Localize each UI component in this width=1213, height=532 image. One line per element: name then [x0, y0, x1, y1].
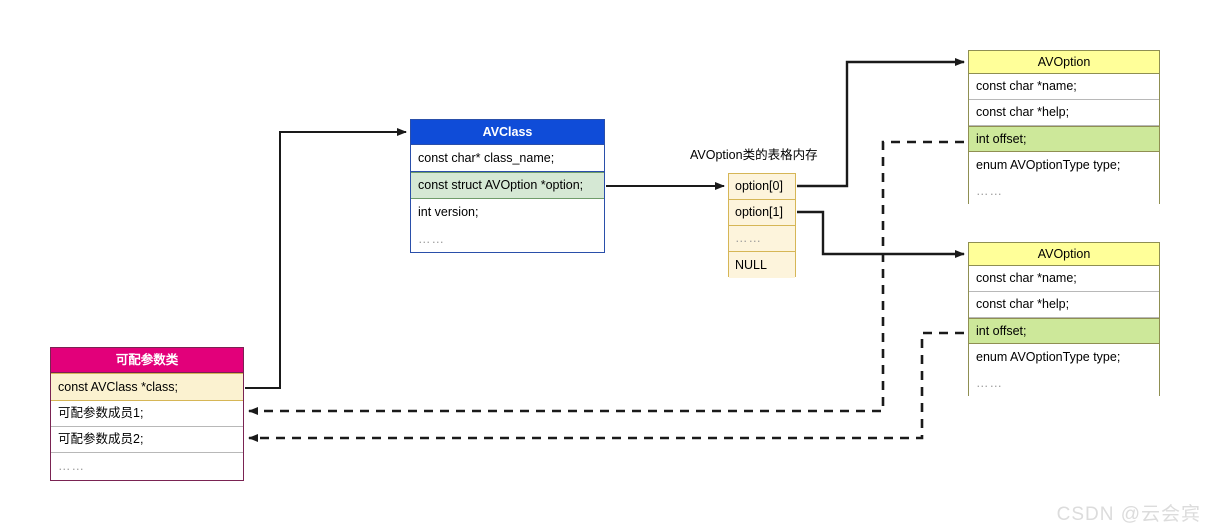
wire-option0-to-avoption-top	[797, 58, 965, 188]
option-table: option[0] option[1] …… NULL	[728, 173, 796, 278]
avoption-bottom-title: AVOption	[969, 243, 1159, 266]
avoption-bottom-row-offset: int offset;	[969, 318, 1159, 344]
avoption-top-row-ellipsis: ……	[969, 179, 1159, 204]
option-table-row-ellipsis: ……	[729, 226, 795, 252]
avoption-bottom-row-name: const char *name;	[969, 266, 1159, 292]
avoption-top-row-name: const char *name;	[969, 74, 1159, 100]
configurable-class-box: 可配参数类 const AVClass *class; 可配参数成员1; 可配参…	[50, 347, 244, 481]
avoption-box-top: AVOption const char *name; const char *h…	[968, 50, 1160, 204]
option-table-row-1: option[1]	[729, 200, 795, 226]
option-table-row-0: option[0]	[729, 174, 795, 200]
wire-option1-to-avoption-bottom	[797, 210, 965, 258]
avclass-box: AVClass const char* class_name; const st…	[410, 119, 605, 253]
avoption-top-row-help: const char *help;	[969, 100, 1159, 126]
avoption-bottom-row-ellipsis: ……	[969, 371, 1159, 396]
avclass-row-class-name: const char* class_name;	[411, 145, 604, 172]
configurable-class-row-class: const AVClass *class;	[51, 373, 243, 401]
configurable-class-row-member2: 可配参数成员2;	[51, 427, 243, 453]
avclass-row-option: const struct AVOption *option;	[411, 172, 604, 199]
configurable-class-title: 可配参数类	[51, 348, 243, 373]
configurable-class-row-ellipsis: ……	[58, 458, 85, 473]
wire-confclass-to-avclass	[245, 128, 407, 389]
configurable-class-row-member1: 可配参数成员1;	[51, 401, 243, 427]
watermark: CSDN @云会宾	[1056, 504, 1201, 525]
avoption-bottom-row-help: const char *help;	[969, 292, 1159, 318]
avoption-bottom-row-type: enum AVOptionType type;	[969, 344, 1159, 371]
wire-offset-top-to-member1	[248, 140, 964, 415]
option-table-label: AVOption类的表格内存	[690, 148, 818, 162]
avoption-top-title: AVOption	[969, 51, 1159, 74]
avoption-box-bottom: AVOption const char *name; const char *h…	[968, 242, 1160, 396]
avoption-top-row-offset: int offset;	[969, 126, 1159, 152]
avoption-top-row-type: enum AVOptionType type;	[969, 152, 1159, 179]
wire-offset-bottom-to-member2	[248, 331, 964, 442]
avclass-title: AVClass	[411, 120, 604, 145]
option-table-row-null: NULL	[729, 252, 795, 278]
avclass-row-ellipsis: ……	[418, 231, 445, 246]
avclass-row-version: int version;	[418, 205, 479, 220]
